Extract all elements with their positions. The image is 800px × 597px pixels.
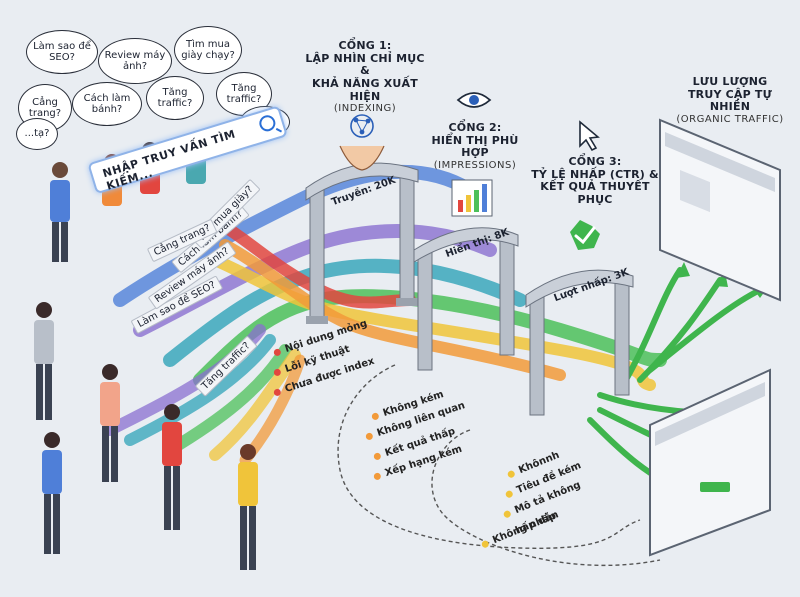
gate-2 [413,227,519,371]
gate-2-heading: CỔNG 2: HIỂN THỊ PHÙ HỢP (IMPRESSIONS) [431,121,519,171]
arrow-right-1 [597,392,693,415]
cursor-icon [579,120,600,152]
gate-3 [525,269,634,416]
thought-bubble: Làm sao để SEO? [26,30,98,74]
monitor-bottom [649,368,771,557]
stream-orange [219,239,566,381]
thought-bubble: Tăng traffic? [146,76,204,120]
stream-yellow [209,254,656,391]
stream-blue [113,164,477,307]
thought-bubble: Tìm mua giày chạy? [174,26,242,74]
traffic-heading: LƯU LƯỢNG TRUY CẬP TỰ NHIÊN (ORGANIC TRA… [676,75,784,125]
monitor-top [659,118,781,302]
thought-bubble: ...tạ? [16,118,58,150]
bar-chart-icon [451,179,493,217]
thought-bubble: Review máy ảnh? [98,38,172,84]
thought-bubble: Cách làm bánh? [72,82,142,126]
eye-icon [456,92,492,108]
arrow-up-3 [647,287,763,373]
gate-1-heading: CỔNG 1: LẬP NHÌN CHỈ MỤC & KHẢ NĂNG XUẤT… [305,39,425,115]
check-icon [570,220,600,250]
neural-network-icon [350,114,374,138]
gate-1 [305,162,419,324]
gate-3-heading: CỔNG 3: TỶ LỆ NHẤP (CTR) & KẾT QUẢ THUYẾ… [531,155,659,206]
hands-icon [339,145,385,171]
